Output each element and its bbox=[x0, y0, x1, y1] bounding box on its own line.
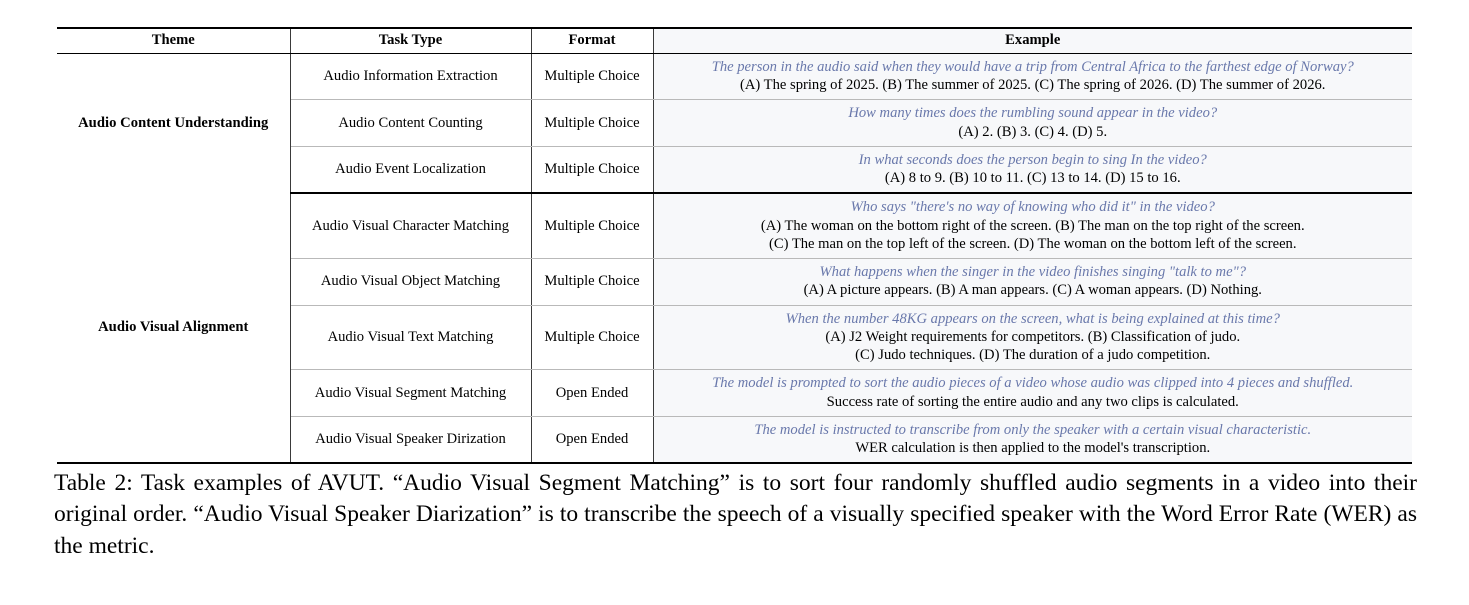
table-row: Audio Visual Alignment Audio Visual Char… bbox=[57, 193, 1412, 464]
example-cell: The model is instructed to transcribe fr… bbox=[653, 416, 1412, 464]
table-row: Audio Event Localization Multiple Choice… bbox=[57, 146, 1412, 195]
format-cell: Multiple Choice bbox=[531, 193, 654, 260]
table-row: Audio Content Understanding Audio Inform… bbox=[57, 53, 1412, 194]
task-examples-table: Theme Task Type Format Example Audio Con… bbox=[57, 27, 1412, 466]
example-answers-2: (C) The man on the top left of the scree… bbox=[768, 235, 1297, 252]
example-answers: Success rate of sorting the entire audio… bbox=[826, 393, 1239, 410]
header-row: Theme Task Type Format Example bbox=[57, 27, 1412, 54]
example-answers: (A) 2. (B) 3. (C) 4. (D) 5. bbox=[958, 123, 1108, 140]
table-caption: Table 2: Task examples of AVUT. “Audio V… bbox=[54, 468, 1417, 562]
example-answers-1: (A) J2 Weight requirements for competito… bbox=[825, 328, 1241, 345]
format-cell: Multiple Choice bbox=[531, 53, 654, 101]
example-answers: (A) A picture appears. (B) A man appears… bbox=[803, 282, 1262, 299]
task-type-cell: Audio Visual Text Matching bbox=[290, 305, 532, 371]
example-answers: (A) 8 to 9. (B) 10 to 11. (C) 13 to 14. … bbox=[884, 170, 1181, 187]
task-type-cell: Audio Visual Character Matching bbox=[290, 193, 532, 260]
task-type-cell: Audio Content Counting bbox=[290, 99, 532, 147]
table-row: Audio Visual Speaker Dirization Open End… bbox=[57, 416, 1412, 464]
caption-label: Table 2: bbox=[54, 470, 133, 496]
format-cell: Multiple Choice bbox=[531, 99, 654, 147]
example-question: In what seconds does the person begin to… bbox=[858, 151, 1207, 168]
example-cell: What happens when the singer in the vide… bbox=[653, 258, 1412, 306]
example-question: The person in the audio said when they w… bbox=[711, 59, 1354, 75]
task-type-cell: Audio Event Localization bbox=[290, 146, 532, 195]
task-type-cell: Audio Visual Segment Matching bbox=[290, 369, 532, 417]
task-type-cell: Audio Visual Object Matching bbox=[290, 258, 532, 306]
theme-cell-audio-content-understanding: Audio Content Understanding bbox=[57, 53, 291, 194]
example-answers: (A) The spring of 2025. (B) The summer o… bbox=[740, 77, 1326, 94]
example-cell: The model is prompted to sort the audio … bbox=[653, 369, 1412, 417]
example-question: Who says "there's no way of knowing who … bbox=[850, 199, 1215, 216]
example-answers: WER calculation is then applied to the m… bbox=[855, 439, 1211, 456]
example-answers-1: (A) The woman on the bottom right of the… bbox=[760, 217, 1305, 234]
task-type-cell: Audio Information Extraction bbox=[290, 53, 532, 101]
format-cell: Open Ended bbox=[531, 416, 654, 464]
format-cell: Multiple Choice bbox=[531, 305, 654, 371]
column-header-format: Format bbox=[531, 27, 654, 54]
example-question: The model is instructed to transcribe fr… bbox=[754, 421, 1312, 438]
column-header-task-type: Task Type bbox=[290, 27, 532, 54]
table-row: Audio Visual Segment Matching Open Ended… bbox=[57, 369, 1412, 417]
format-cell: Multiple Choice bbox=[531, 258, 654, 306]
example-cell: In what seconds does the person begin to… bbox=[653, 146, 1412, 195]
caption-text: Task examples of AVUT. “Audio Visual Seg… bbox=[54, 470, 1418, 559]
example-cell: Who says "there's no way of knowing who … bbox=[653, 193, 1412, 260]
column-header-theme: Theme bbox=[57, 27, 291, 54]
bottom-rule-line bbox=[57, 462, 1412, 466]
example-question: What happens when the singer in the vide… bbox=[819, 264, 1246, 281]
example-answers-2: (C) Judo techniques. (D) The duration of… bbox=[855, 347, 1211, 364]
task-type-cell: Audio Visual Speaker Dirization bbox=[290, 416, 532, 464]
table-body: Audio Content Understanding Audio Inform… bbox=[57, 53, 1412, 466]
example-cell: How many times does the rumbling sound a… bbox=[653, 99, 1412, 147]
example-question: The model is prompted to sort the audio … bbox=[712, 375, 1354, 392]
column-header-example: Example bbox=[653, 27, 1412, 54]
table-bottom-rule bbox=[57, 462, 1412, 466]
format-cell: Multiple Choice bbox=[531, 146, 654, 195]
table-header: Theme Task Type Format Example bbox=[57, 27, 1412, 54]
table-container: Theme Task Type Format Example Audio Con… bbox=[57, 27, 1412, 466]
table-row: Audio Visual Text Matching Multiple Choi… bbox=[57, 305, 1412, 371]
example-cell: The person in the audio said when they w… bbox=[653, 53, 1412, 101]
table-row: Audio Content Counting Multiple Choice H… bbox=[57, 99, 1412, 147]
table-row: Audio Visual Object Matching Multiple Ch… bbox=[57, 258, 1412, 306]
example-question: When the number 48KG appears on the scre… bbox=[785, 310, 1280, 327]
example-cell: When the number 48KG appears on the scre… bbox=[653, 305, 1412, 371]
format-cell: Open Ended bbox=[531, 369, 654, 417]
theme-cell-audio-visual-alignment: Audio Visual Alignment bbox=[57, 193, 291, 464]
example-question: How many times does the rumbling sound a… bbox=[848, 105, 1218, 122]
